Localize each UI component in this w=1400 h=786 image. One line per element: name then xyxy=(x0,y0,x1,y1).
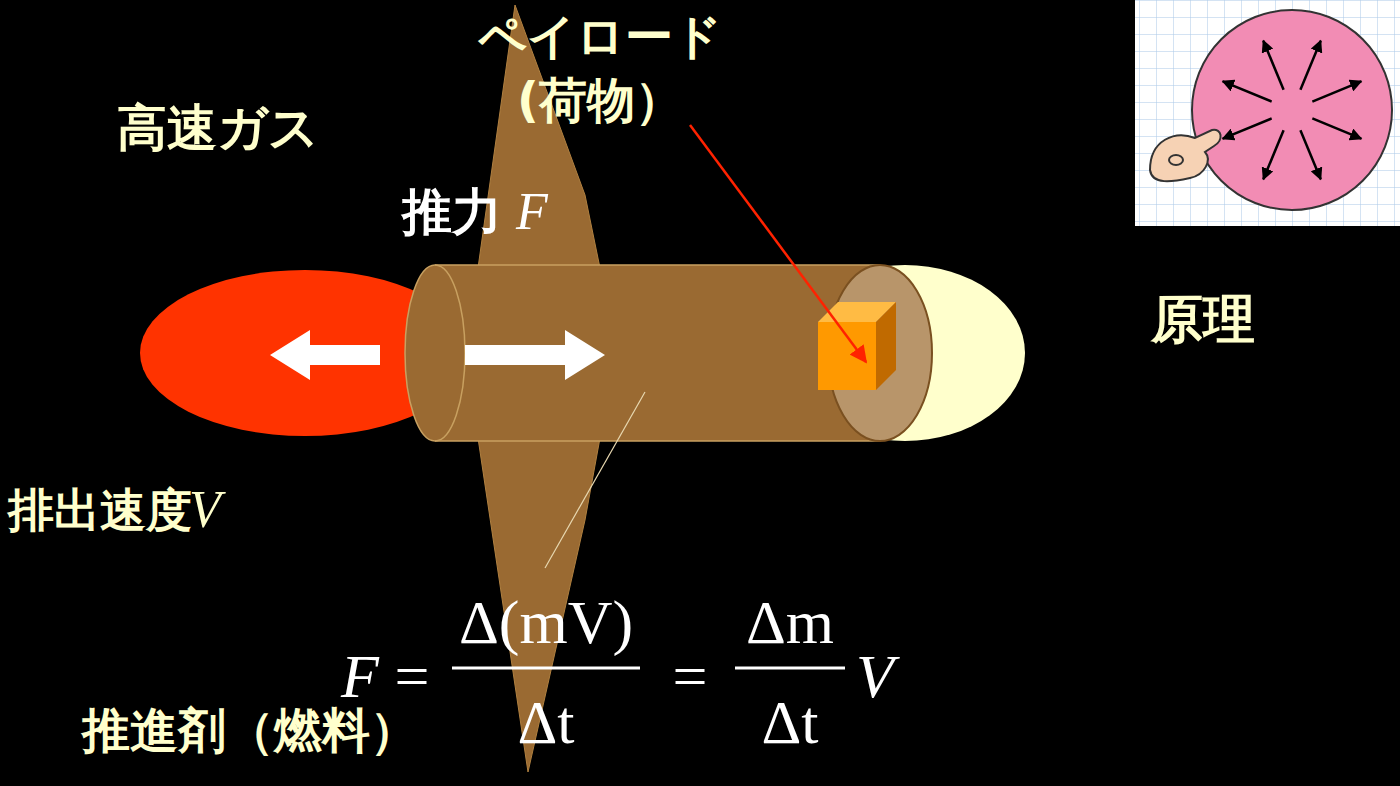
formula-numerator: Δ(mV) xyxy=(459,588,633,656)
formula-denominator: Δt xyxy=(761,688,818,756)
speed-symbol: V xyxy=(189,481,221,538)
fraction-bar xyxy=(735,667,845,670)
thrust-label: 推力 xyxy=(402,185,502,240)
pressure-arrow xyxy=(1312,81,1361,101)
formula-numerator: Δm xyxy=(746,588,834,656)
propellant-leader xyxy=(545,392,645,568)
pressure-arrow xyxy=(1300,130,1320,179)
formula-equals: = xyxy=(395,642,430,710)
pressure-arrow xyxy=(1223,81,1272,101)
pressure-arrow xyxy=(1223,118,1272,138)
balloon-picture xyxy=(1135,0,1400,226)
thrust-symbol: F xyxy=(516,183,548,240)
gas-label: 高速ガス xyxy=(117,101,319,156)
thrust-arrow xyxy=(465,330,605,380)
formula-symbol: V xyxy=(856,642,894,710)
formula-symbol: F xyxy=(341,642,379,710)
payload-cube-side xyxy=(876,302,896,390)
formula-denominator: Δt xyxy=(517,688,574,756)
payload-pointer xyxy=(690,125,866,362)
body-rear-rim xyxy=(405,265,465,441)
pressure-arrow xyxy=(1300,41,1320,90)
exhaust-arrow xyxy=(270,330,380,380)
payload-label: ペイロード xyxy=(478,10,722,63)
exhaust-speed-label: 排出速度 xyxy=(8,485,192,536)
principle-label: 原理 xyxy=(1151,291,1255,348)
pressure-arrow xyxy=(1263,130,1283,179)
pressure-arrow xyxy=(1263,41,1283,90)
pressure-arrow xyxy=(1312,118,1361,138)
formula-equals: = xyxy=(673,642,708,710)
propellant-label: 推進剤（燃料） xyxy=(82,704,418,757)
fraction-bar xyxy=(452,667,640,670)
payload-sublabel: (荷物） xyxy=(517,74,683,127)
payload-cube xyxy=(818,322,876,390)
